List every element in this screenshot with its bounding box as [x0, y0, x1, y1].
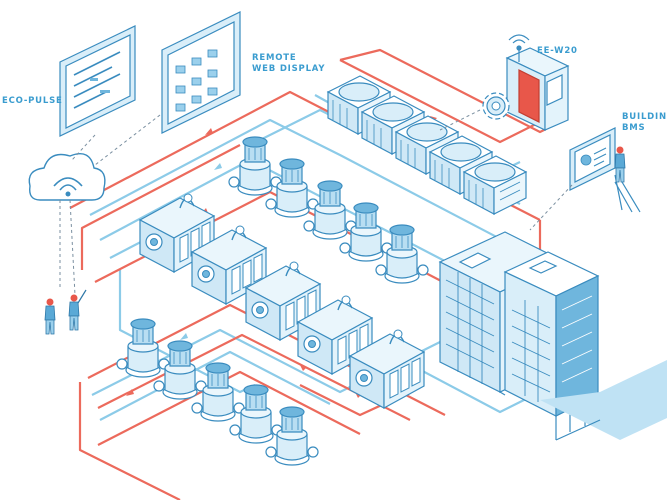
- label-ee-w20: EE-W20: [537, 46, 578, 56]
- building-bms-display: [569, 127, 623, 211]
- network-links: [59, 109, 573, 296]
- cloud-wifi-icon: [28, 153, 106, 201]
- label-remote-web-display: REMOTE WEB DISPLAY: [252, 53, 325, 75]
- pumps-lower: [116, 318, 319, 466]
- label-remote-line-2: WEB DISPLAY: [252, 64, 326, 74]
- remote-web-display: [161, 11, 241, 134]
- gear-icon: [482, 92, 510, 120]
- office-building: [438, 231, 667, 441]
- label-eco-pulse: ECO-PULSE: [2, 96, 63, 106]
- label-remote-line-1: REMOTE: [252, 53, 297, 63]
- label-building-bms: BUILDING BMS: [622, 112, 667, 134]
- ee-w20-controller: [505, 47, 570, 131]
- label-building-line-2: BMS: [622, 123, 646, 133]
- eco-pulse-display: [59, 25, 136, 137]
- technicians: [44, 146, 641, 335]
- wireless-signal-icon: [508, 34, 530, 62]
- label-building-line-1: BUILDING: [622, 112, 667, 122]
